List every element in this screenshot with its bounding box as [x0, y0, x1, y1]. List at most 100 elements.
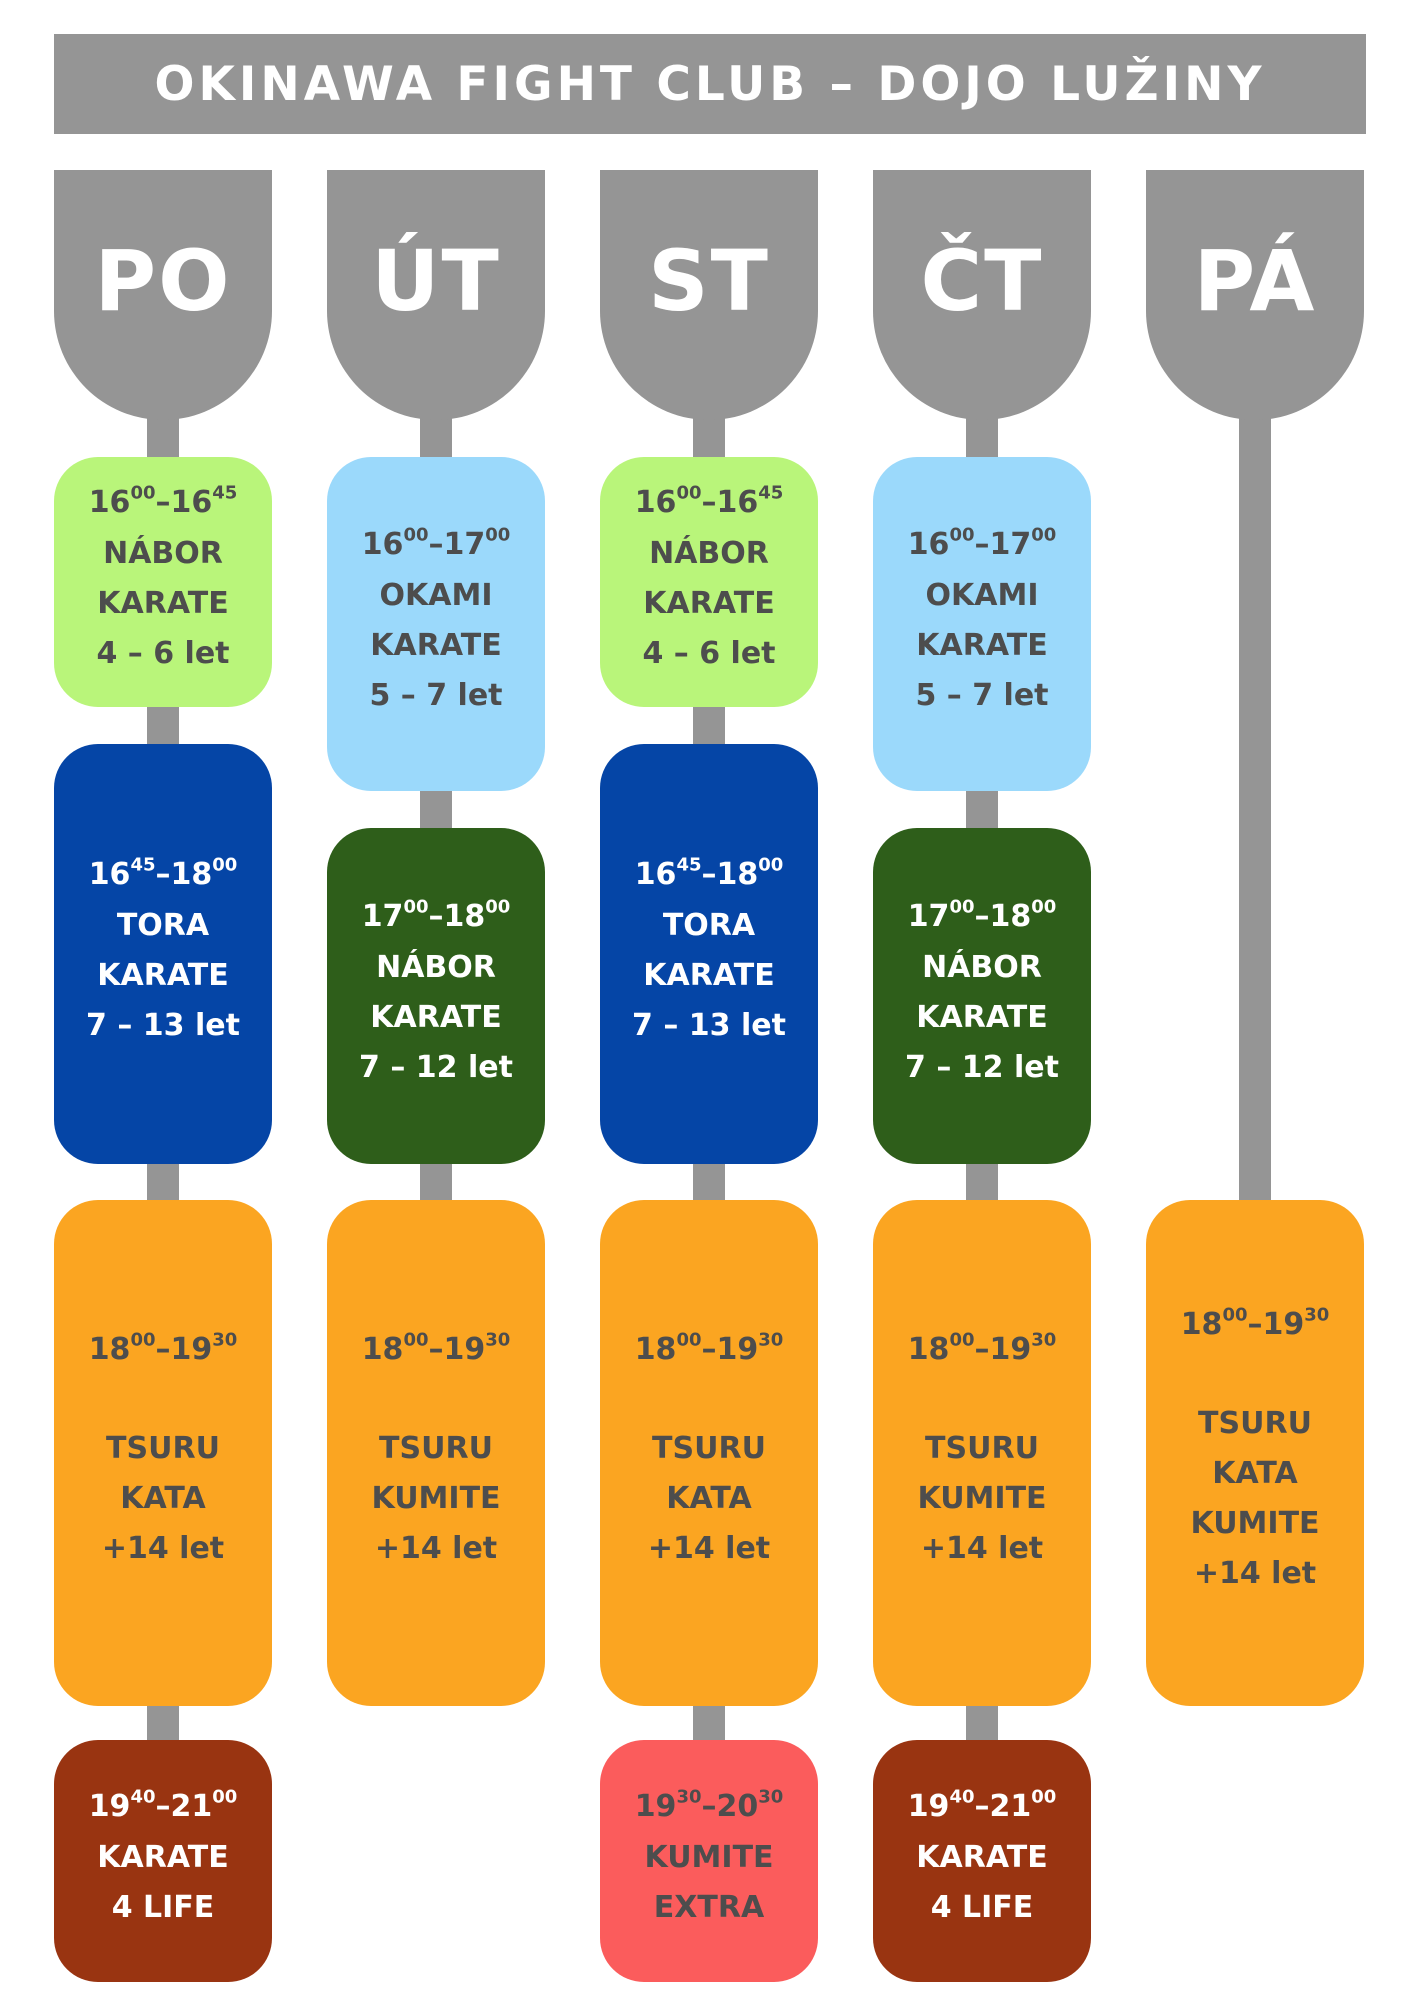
session-text-line: TSURU	[106, 1431, 220, 1466]
time-separator: –	[155, 1332, 171, 1367]
start-hour: 16	[88, 485, 131, 520]
time-separator: –	[428, 527, 444, 562]
session-time: 1800–1930	[88, 1329, 238, 1368]
end-hour: 19	[989, 1332, 1032, 1367]
day-label: PÁ	[1193, 232, 1317, 330]
session-text-line: 7 – 13 let	[86, 1008, 240, 1043]
end-minutes: 45	[212, 482, 238, 504]
session-text-line: EXTRA	[653, 1890, 765, 1925]
time-separator: –	[155, 857, 171, 892]
session-text-line: 4 LIFE	[111, 1890, 215, 1925]
start-hour: 16	[634, 485, 677, 520]
session-text-line: KARATE	[97, 1840, 229, 1875]
session-time: 1600–1645	[88, 482, 238, 521]
session-text-line: 4 – 6 let	[96, 636, 230, 671]
start-hour: 19	[634, 1789, 677, 1824]
day-header: PÁ	[1146, 170, 1364, 420]
end-minutes: 30	[1031, 1329, 1057, 1351]
end-minutes: 00	[212, 1786, 238, 1808]
page-title: OKINAWA FIGHT CLUB – DOJO LUŽINY	[154, 56, 1266, 112]
end-minutes: 00	[1031, 896, 1057, 918]
session-text-line: KARATE	[916, 628, 1048, 663]
session-time: 1600–1700	[361, 524, 511, 563]
end-hour: 20	[716, 1789, 759, 1824]
session-time: 1800–1930	[1181, 1304, 1330, 1343]
end-hour: 19	[1262, 1307, 1305, 1342]
end-hour: 18	[443, 899, 486, 934]
session-time: 1800–1930	[635, 1329, 784, 1368]
session-text-line: NÁBOR	[103, 536, 223, 571]
time-separator: –	[974, 1332, 990, 1367]
end-minutes: 00	[212, 854, 238, 876]
session-text-line: KUMITE	[917, 1481, 1047, 1516]
session-text-line: 7 – 13 let	[632, 1008, 786, 1043]
session-text-line: TSURU	[379, 1431, 493, 1466]
session-text-line: +14 let	[647, 1531, 771, 1566]
session-time: 1800–1930	[908, 1329, 1057, 1368]
end-hour: 18	[170, 857, 213, 892]
time-separator: –	[155, 485, 171, 520]
end-minutes: 00	[1031, 1786, 1057, 1808]
end-hour: 19	[716, 1332, 759, 1367]
start-hour: 16	[88, 857, 131, 892]
time-separator: –	[428, 1332, 444, 1367]
session-text-line: KARATE	[916, 1000, 1048, 1035]
end-hour: 19	[443, 1332, 486, 1367]
start-minutes: 45	[130, 854, 156, 876]
session-text-line: KUMITE	[644, 1840, 774, 1875]
session-text-line: 5 – 7 let	[369, 678, 503, 713]
day-header: ST	[600, 170, 818, 420]
session-text-line: 7 – 12 let	[359, 1050, 513, 1085]
day-header: ÚT	[327, 170, 545, 420]
start-minutes: 00	[130, 1329, 156, 1351]
session-text-line: NÁBOR	[649, 536, 769, 571]
start-minutes: 00	[1222, 1304, 1248, 1326]
session-text-line: +14 let	[920, 1531, 1044, 1566]
start-minutes: 00	[676, 1329, 702, 1351]
session-text-line: +14 let	[374, 1531, 498, 1566]
end-minutes: 00	[1031, 524, 1057, 546]
session-text-line: KARATE	[370, 1000, 502, 1035]
session-text-line: TORA	[116, 908, 210, 943]
session-text-line: KARATE	[97, 586, 229, 621]
session-text-line: KATA	[120, 1481, 206, 1516]
session-time: 1700–1800	[908, 896, 1057, 935]
start-minutes: 00	[949, 896, 975, 918]
session-text-line: TSURU	[1198, 1406, 1312, 1441]
session-text-line: KATA	[666, 1481, 752, 1516]
session-text-line: KARATE	[916, 1840, 1048, 1875]
time-separator: –	[974, 1789, 990, 1824]
end-hour: 19	[170, 1332, 213, 1367]
time-separator: –	[701, 857, 717, 892]
start-hour: 16	[361, 527, 404, 562]
end-minutes: 30	[1304, 1304, 1330, 1326]
day-header: ČT	[873, 170, 1091, 420]
session-time: 1600–1700	[908, 524, 1057, 563]
session-text-line: 4 – 6 let	[642, 636, 776, 671]
time-separator: –	[974, 527, 990, 562]
start-minutes: 00	[130, 482, 156, 504]
day-label: PO	[94, 232, 232, 330]
time-separator: –	[701, 485, 717, 520]
end-minutes: 00	[485, 524, 511, 546]
end-hour: 16	[170, 485, 213, 520]
end-hour: 21	[989, 1789, 1032, 1824]
time-separator: –	[428, 899, 444, 934]
start-hour: 18	[88, 1332, 131, 1367]
time-separator: –	[701, 1332, 717, 1367]
start-minutes: 45	[676, 854, 702, 876]
start-minutes: 00	[949, 1329, 975, 1351]
start-hour: 19	[88, 1789, 131, 1824]
